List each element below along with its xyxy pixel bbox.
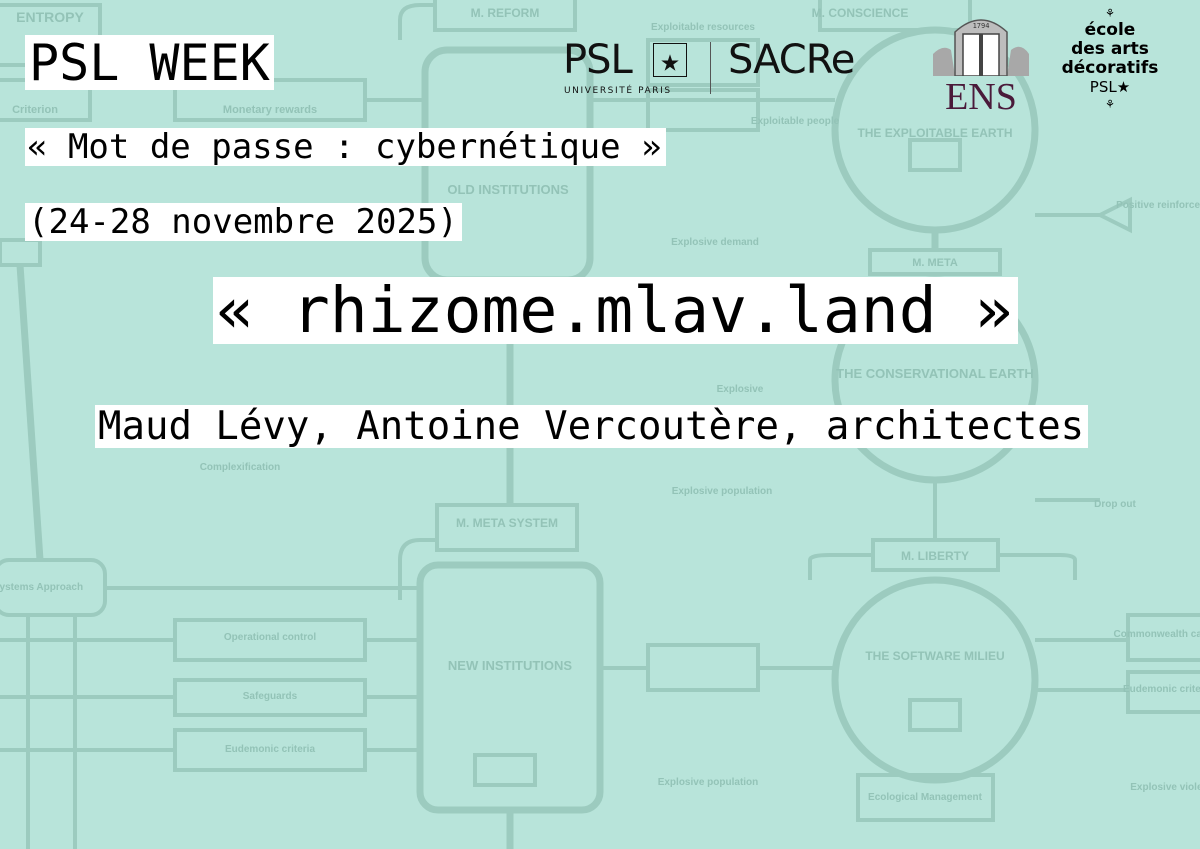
talk-title: « rhizome.mlav.land » xyxy=(213,277,1018,344)
event-dates: (24-28 novembre 2025) xyxy=(25,203,462,241)
diagram-label: ENTROPY xyxy=(16,9,84,25)
ead-logo: ⚘ école des arts décoratifs PSL★ ⚘ xyxy=(1055,6,1165,116)
diagram-label: M. META xyxy=(912,257,958,269)
ens-logo-text: ENS xyxy=(945,76,1017,118)
diagram-label: Criterion xyxy=(12,104,58,116)
diagram-label: Explosive demand xyxy=(671,237,759,248)
diagram-label: Explosive population xyxy=(658,777,759,788)
ead-ornament-bottom-icon: ⚘ xyxy=(1106,97,1114,112)
ead-ornament-icon: ⚘ xyxy=(1106,6,1114,21)
diagram-label: Operational control xyxy=(224,632,316,643)
diagram-label: Systems Approach xyxy=(0,582,83,593)
diagram-label: THE SOFTWARE MILIEU xyxy=(865,649,1004,663)
ead-line-1: école xyxy=(1084,20,1136,40)
logo-divider xyxy=(710,42,711,94)
diagram-label: Eudemonic criteria xyxy=(225,744,315,755)
diagram-label: Exploitable resources xyxy=(651,22,755,33)
diagram-label: THE EXPLOITABLE EARTH xyxy=(857,126,1012,140)
ens-year: 1794 xyxy=(973,22,990,30)
diagram-label: Drop out xyxy=(1094,499,1136,510)
psl-logo-text: PSL xyxy=(563,37,633,83)
psl-sacre-logo: PSL ★ UNIVERSITÉ PARIS SACRe xyxy=(563,40,893,110)
diagram-label: Monetary rewards xyxy=(223,104,317,116)
speakers: Maud Lévy, Antoine Vercoutère, architect… xyxy=(95,405,1089,448)
diagram-label: THE CONSERVATIONAL EARTH xyxy=(836,366,1034,381)
diagram-label: Explosive xyxy=(717,384,764,395)
diagram-label: OLD INSTITUTIONS xyxy=(447,182,569,197)
ens-logo: 1794 ENS xyxy=(933,14,1029,118)
diagram-label: M. LIBERTY xyxy=(901,549,969,563)
ead-line-2: des arts xyxy=(1071,39,1149,59)
event-subtitle: « Mot de passe : cybernétique » xyxy=(25,128,666,166)
diagram-label: Exploitable people xyxy=(751,116,840,127)
diagram-label: Complexification xyxy=(200,462,281,473)
ead-star-icon: ★ xyxy=(1116,78,1131,96)
diagram-label: Commonwealth capital xyxy=(1114,629,1200,640)
ens-door-icon: 1794 xyxy=(933,19,1029,77)
diagram-label: Safeguards xyxy=(243,691,298,702)
diagram-label: M. CONSCIENCE xyxy=(812,6,909,20)
diagram-label: Explosive violence xyxy=(1130,782,1200,793)
diagram-label: Ecological Management xyxy=(868,792,983,803)
event-title: PSL WEEK xyxy=(25,35,274,90)
psl-star-icon: ★ xyxy=(653,43,687,77)
sacre-logo-text: SACRe xyxy=(728,37,855,83)
ead-line-3: décoratifs xyxy=(1061,58,1159,78)
diagram-label: M. REFORM xyxy=(471,6,540,20)
ead-psl: PSL xyxy=(1089,78,1117,96)
diagram-label: M. META SYSTEM xyxy=(456,516,558,530)
psl-tagline: UNIVERSITÉ PARIS xyxy=(564,86,672,96)
diagram-label: Explosive population xyxy=(672,486,773,497)
diagram-label: Positive reinforcement xyxy=(1116,200,1200,211)
diagram-label: Eudemonic criteria xyxy=(1123,684,1200,695)
diagram-label: NEW INSTITUTIONS xyxy=(448,658,573,673)
